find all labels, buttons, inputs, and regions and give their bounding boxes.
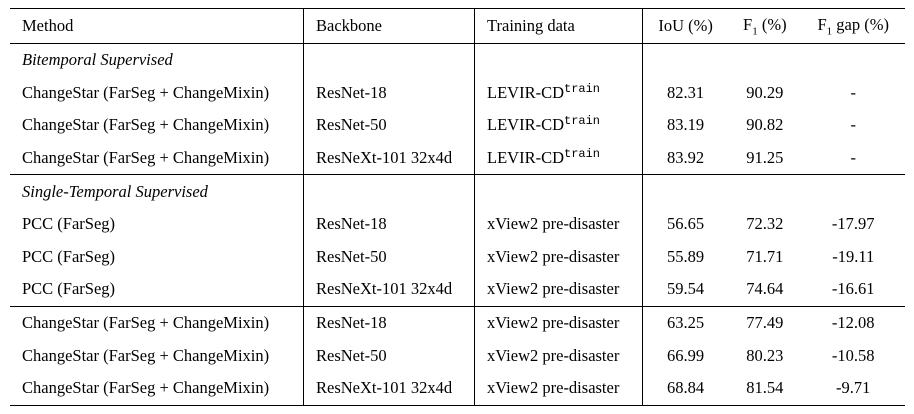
cell-f1-gap: -17.97 xyxy=(831,214,875,234)
cell-backbone: ResNet-50 xyxy=(303,339,475,372)
cell-backbone: ResNet-50 xyxy=(303,240,475,274)
cell-method: ChangeStar (FarSeg + ChangeMixin) xyxy=(10,305,304,340)
header-training-data: Training data xyxy=(474,8,643,44)
table-row: ChangeStar (FarSeg + ChangeMixin)ResNet-… xyxy=(10,305,905,340)
empty-cell xyxy=(728,174,802,208)
table-row: ChangeStar (FarSeg + ChangeMixin) ResNet-… xyxy=(10,339,905,372)
cell-f1-gap: - xyxy=(850,148,856,168)
cell-f1-gap: - xyxy=(850,115,856,135)
cell-training-data: xView2 pre-disaster xyxy=(474,273,643,307)
table-row: ChangeStar (FarSeg + ChangeMixin) ResNet-… xyxy=(10,109,905,142)
cell-f1: 77.49 xyxy=(728,305,802,340)
cell-iou: 83.19 xyxy=(642,109,729,142)
f1-base: F xyxy=(743,14,753,34)
cell-f1-gap: -10.58 xyxy=(831,345,875,365)
cell-method: PCC (FarSeg) xyxy=(22,279,116,299)
header-backbone: Backbone xyxy=(303,8,475,44)
cell-training-data: xView2 pre-disaster xyxy=(474,305,643,340)
cell-f1: 81.54 xyxy=(728,371,802,406)
cell-backbone: ResNeXt-101 32x4d xyxy=(303,371,475,406)
cell-method: ChangeStar (FarSeg + ChangeMixin) xyxy=(22,148,270,168)
header-iou: IoU (%) xyxy=(642,8,729,44)
cell-f1: 72.32 xyxy=(746,214,784,234)
header-f1-gap: F1 gap (%) xyxy=(801,8,905,44)
training-data-name: LEVIR-CD xyxy=(487,115,564,135)
cell-f1: 71.71 xyxy=(746,246,784,266)
empty-cell xyxy=(474,174,643,208)
cell-f1: 90.29 xyxy=(746,82,784,102)
cell-backbone: ResNeXt-101 32x4d xyxy=(303,141,475,175)
cell-iou: 66.99 xyxy=(642,339,729,372)
cell-backbone: ResNet-18 xyxy=(303,207,475,241)
cell-f1-gap: -19.11 xyxy=(832,246,875,266)
cell-method: PCC (FarSeg) xyxy=(22,214,116,234)
empty-cell xyxy=(801,174,905,208)
cell-training-data: xView2 pre-disaster xyxy=(474,339,643,372)
empty-cell xyxy=(303,42,475,77)
cell-method: ChangeStar (FarSeg + ChangeMixin) xyxy=(22,345,270,365)
table-row: ChangeStar (FarSeg + ChangeMixin)ResNeXt… xyxy=(10,371,905,406)
cell-method: ChangeStar (FarSeg + ChangeMixin) xyxy=(22,115,270,135)
header-f1: F1 (%) xyxy=(728,8,802,44)
empty-cell xyxy=(728,42,802,77)
cell-f1: 74.64 xyxy=(746,279,784,299)
cell-backbone: ResNet-18 xyxy=(303,76,475,110)
cell-iou: 55.89 xyxy=(642,240,729,274)
cell-f1: 91.25 xyxy=(746,148,784,168)
training-data-name: LEVIR-CD xyxy=(487,148,564,168)
training-data-split: train xyxy=(564,114,601,129)
cell-method: ChangeStar (FarSeg + ChangeMixin) xyxy=(10,371,304,406)
section-header-row: Bitemporal Supervised xyxy=(10,42,905,77)
empty-cell xyxy=(474,42,643,77)
table-row: ChangeStar (FarSeg + ChangeMixin) ResNet-… xyxy=(10,76,905,110)
cell-iou: 82.31 xyxy=(642,76,729,110)
empty-cell xyxy=(642,174,729,208)
cell-f1: 90.82 xyxy=(746,115,784,135)
cell-training-data: xView2 pre-disaster xyxy=(474,207,643,241)
cell-method: ChangeStar (FarSeg + ChangeMixin) xyxy=(22,82,270,102)
cell-f1-gap: -16.61 xyxy=(831,279,875,299)
f1-suffix: (%) xyxy=(757,14,787,34)
cell-training-data: LEVIR-CDtrain xyxy=(474,109,643,142)
cell-backbone: ResNet-50 xyxy=(303,109,475,142)
cell-training-data: LEVIR-CDtrain xyxy=(474,141,643,175)
cell-backbone: ResNeXt-101 32x4d xyxy=(303,273,475,307)
training-data-split: train xyxy=(564,147,601,162)
table-row: ChangeStar (FarSeg + ChangeMixin) ResNeXt… xyxy=(10,141,905,175)
cell-iou: 83.92 xyxy=(642,141,729,175)
cell-iou: 56.65 xyxy=(642,207,729,241)
cell-training-data: xView2 pre-disaster xyxy=(474,240,643,274)
header-method: Method xyxy=(10,8,304,44)
section-title: Bitemporal Supervised xyxy=(10,42,304,77)
empty-cell xyxy=(642,42,729,77)
cell-f1-gap: -9.71 xyxy=(801,371,905,406)
cell-iou: 59.54 xyxy=(642,273,729,307)
gap-base: F xyxy=(817,14,827,34)
training-data-split: train xyxy=(564,81,601,96)
f1-sub: 1 xyxy=(752,25,758,38)
empty-cell xyxy=(801,42,905,77)
cell-backbone: ResNet-18 xyxy=(303,305,475,340)
cell-iou: 63.25 xyxy=(642,305,729,340)
cell-method: PCC (FarSeg) xyxy=(22,246,116,266)
gap-sub: 1 xyxy=(826,25,833,38)
section-header-row: Single-Temporal Supervised xyxy=(10,174,905,208)
training-data-name: LEVIR-CD xyxy=(487,82,564,102)
cell-f1: 80.23 xyxy=(746,345,784,365)
section-title: Single-Temporal Supervised xyxy=(10,174,304,208)
header-row: Method Backbone Training data IoU (%) F1… xyxy=(10,8,905,44)
empty-cell xyxy=(303,174,475,208)
gap-suffix: gap (%) xyxy=(832,14,889,34)
cell-iou: 68.84 xyxy=(642,371,729,406)
cell-f1-gap: - xyxy=(850,82,856,102)
cell-training-data: LEVIR-CDtrain xyxy=(474,76,643,110)
results-table: Method Backbone Training data IoU (%) F1… xyxy=(10,8,905,406)
cell-f1-gap: -12.08 xyxy=(801,305,905,340)
cell-training-data: xView2 pre-disaster xyxy=(474,371,643,406)
